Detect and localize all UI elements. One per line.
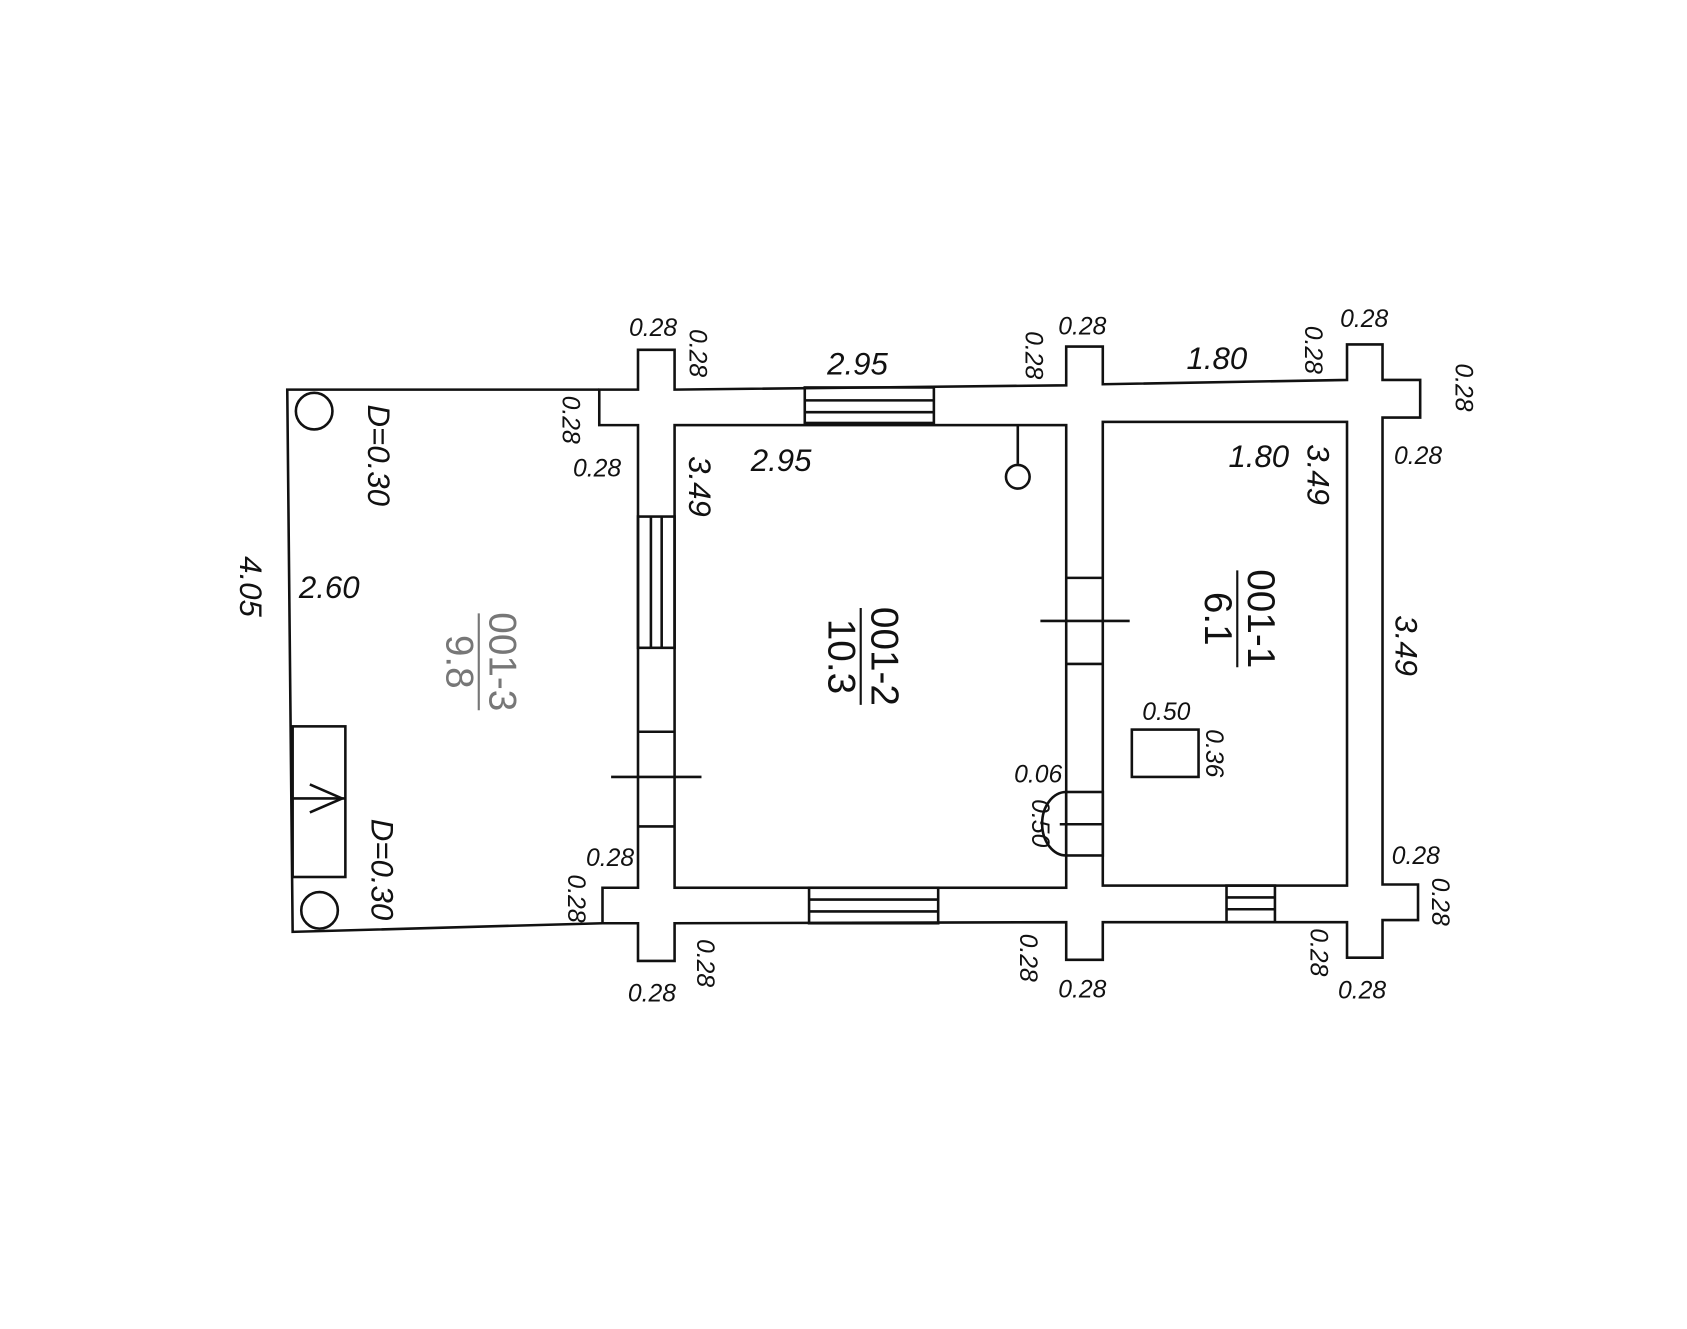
dim-label: 0.28 [1058, 314, 1106, 341]
room-label-001-2: 001-2 10.3 [819, 607, 905, 706]
dim-label: 0.28 [1392, 843, 1440, 870]
dim-label: 1.80 [1228, 439, 1289, 474]
room-001-1-outline [1101, 420, 1349, 887]
hearth-box [1130, 728, 1200, 779]
window-wall-veranda [636, 515, 676, 650]
room-area: 6.1 [1196, 592, 1239, 646]
dim-label: 0.28 [1394, 443, 1442, 470]
dim-label: 0.36 [1200, 729, 1227, 777]
dim-label: 0.28 [1426, 878, 1453, 926]
room-id: 001-3 [481, 612, 524, 711]
dim-label: 2.95 [750, 443, 812, 478]
room-id: 001-2 [862, 607, 905, 706]
dim-label: 0.28 [1019, 331, 1046, 379]
dim-label: D=0.30 [361, 405, 396, 507]
dim-label: 0.28 [628, 981, 676, 1008]
stove-pipe-top-icon [294, 391, 334, 431]
dim-label: D=0.30 [364, 819, 399, 921]
dim-label: 3.49 [682, 456, 717, 517]
dim-label: 0.28 [1340, 306, 1388, 333]
dim-label: 0.28 [1058, 976, 1106, 1003]
dim-label: 1.80 [1186, 341, 1247, 376]
room-label-001-1: 001-1 6.1 [1196, 569, 1282, 668]
door-room-2-to-room-1 [1040, 576, 1130, 666]
dim-label: 2.60 [298, 570, 360, 605]
dim-label: 0.28 [691, 939, 718, 987]
dim-label: 0.28 [573, 456, 621, 483]
dim-label: 0.06 [1014, 761, 1062, 788]
dim-label: 0.28 [1338, 978, 1386, 1005]
dim-label: 0.28 [629, 315, 677, 342]
stairs-icon [291, 725, 347, 879]
room-area: 10.3 [819, 619, 862, 694]
dim-label: 2.95 [826, 346, 888, 381]
light-fixture-icon [1004, 425, 1031, 490]
dimension-labels: 0.28 0.28 0.28 0.28 2.95 2.95 3.49 0.28 … [233, 306, 1477, 1008]
dim-label: 0.28 [1299, 326, 1326, 374]
dim-label: 3.49 [1300, 444, 1335, 505]
oven-door [1040, 790, 1105, 857]
dim-label: 0.28 [562, 874, 589, 922]
window-bottom-room-2 [807, 886, 940, 925]
window-top-room-2 [803, 386, 936, 425]
window-bottom-room-1 [1225, 884, 1277, 924]
stove-pipe-bottom-icon [299, 890, 340, 930]
dim-label: 0.28 [557, 396, 584, 444]
dim-label: 3.49 [1389, 615, 1424, 676]
dim-label: 0.50 [1142, 699, 1190, 726]
room-label-001-3: 001-3 9.8 [437, 612, 523, 711]
dim-label: 0.28 [1304, 928, 1331, 976]
door-veranda-to-room-2 [611, 730, 702, 828]
veranda-001-3-outline [285, 388, 603, 934]
dim-label: 0.50 [1026, 799, 1053, 847]
dim-label: 0.28 [586, 845, 634, 872]
dim-label: 0.28 [1450, 363, 1477, 411]
dim-label: 0.28 [1014, 934, 1041, 982]
log-walls-outline [597, 343, 1422, 963]
dim-label: 0.28 [684, 329, 711, 377]
dim-label: 4.05 [233, 556, 268, 617]
room-id: 001-1 [1239, 569, 1282, 668]
room-area: 9.8 [437, 635, 480, 689]
